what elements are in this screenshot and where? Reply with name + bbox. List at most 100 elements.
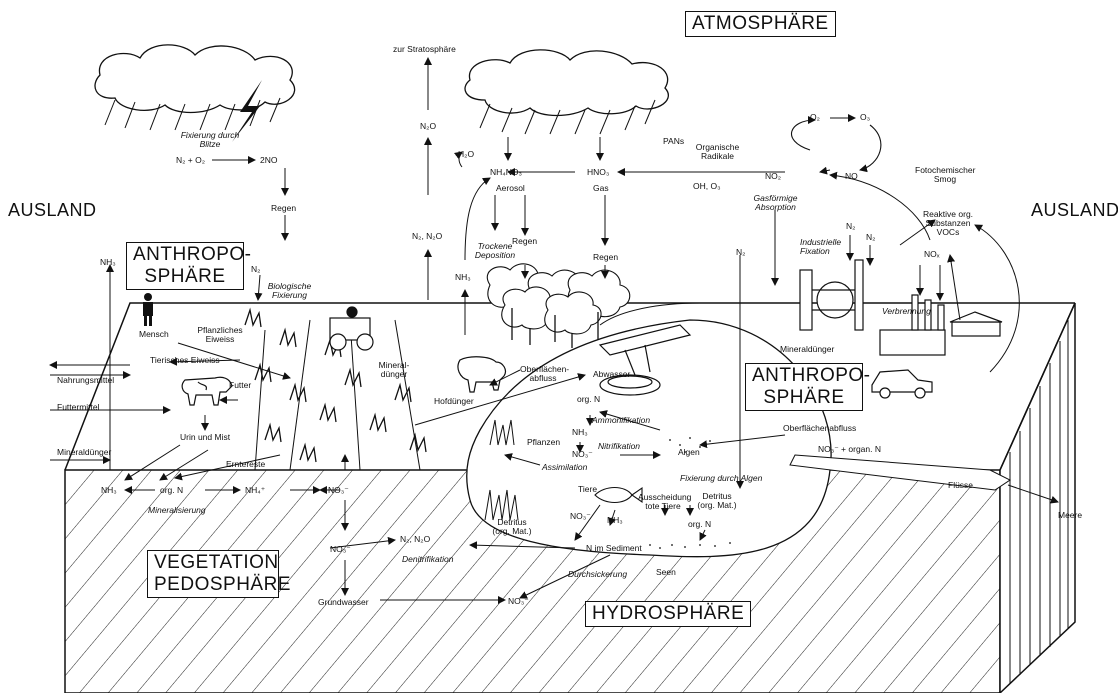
box-atmosphaere: ATMOSPHÄRE (685, 11, 836, 37)
label-zur-stratosphaere: zur Stratosphäre (393, 44, 456, 54)
label-gasfoermige: Gasförmige Absorption (753, 193, 798, 212)
label-mineralduenger-right: Mineraldünger (780, 344, 835, 354)
label-bio-fixierung: Biologische Fixierung (267, 281, 312, 300)
label-nh3-mid: NH₃ (455, 272, 471, 282)
label-nh3-lake: NH₃ (607, 515, 623, 525)
wastewater-plant (598, 324, 692, 396)
label-mineral-duenger-field: Mineral- dünger (378, 360, 410, 379)
label-tiere: Tiere (578, 484, 598, 494)
label-pflanzliches: Pflanzliches Eiweiss (197, 325, 243, 344)
label-algen: Algen (678, 447, 700, 457)
label-oberflaechenabfluss-2: Oberflächenabfluss (783, 423, 857, 433)
label-durchsickerung: Durchsickerung (568, 569, 628, 579)
rain-center (479, 99, 656, 135)
label-no3-lake: NO₃⁻ (570, 511, 591, 521)
label-pflanzen: Pflanzen (527, 437, 561, 447)
label-futter: Futter (229, 380, 252, 390)
label-reaktive: Reaktive org. Substanzen VOCs (922, 209, 974, 237)
label-n2-n2o-low: N₂, N₂O (400, 534, 431, 544)
cow-left (181, 376, 233, 406)
label-mineralduenger-left: Mineraldünger (57, 447, 112, 457)
anthropo-left-line2: SPHÄRE (144, 266, 226, 287)
label-no: NO (845, 171, 858, 181)
rain-left (104, 97, 281, 131)
label-abwasser: Abwasser (593, 369, 631, 379)
label-hno3: HNO₃ (587, 167, 610, 177)
label-ausland-right: AUSLAND (1031, 200, 1118, 220)
label-n2-ind2: N₂ (866, 232, 876, 242)
box-hydrosphaere: HYDROSPHÄRE (585, 601, 752, 627)
label-ausscheidung: Ausscheidung tote Tiere (638, 492, 692, 511)
label-nh3-left: NH₃ (100, 257, 116, 267)
car (871, 369, 933, 399)
label-o2: O₂ (810, 112, 820, 122)
label-foto-smog: Fotochemischer Smog (915, 165, 976, 184)
box-anthroposphaere-left: ANTHROPO- SPHÄRE (126, 242, 252, 290)
label-nh4no3: NH₄NO₃ (490, 167, 522, 177)
vegetation-line: VEGETATION (154, 552, 279, 573)
label-n2-o2: N₂ + O₂ (176, 155, 206, 165)
label-nh3-soil: NH₃ (101, 485, 117, 495)
label-no3-water: NO₃⁻ (572, 449, 593, 459)
label-no3-soil2: NO₃⁻ (330, 544, 351, 554)
anthropo-right-line1: ANTHROPO- (752, 365, 871, 386)
label-org-n-1: org. N (577, 394, 601, 404)
label-regen-1: Regen (271, 203, 297, 213)
label-meere: Meere (1058, 510, 1083, 520)
label-regen-2: Regen (512, 236, 538, 246)
label-n2o-top: N₂O (420, 121, 437, 131)
label-ammonifikation: Ammonifikation (592, 415, 651, 425)
label-ausland-left: AUSLAND (8, 200, 97, 220)
label-no3-gw: NO₃⁻ (508, 596, 529, 606)
label-org-n-soil: org. N (160, 485, 184, 495)
label-n2-bio: N₂ (251, 264, 261, 274)
label-assimilation: Assimilation (542, 462, 588, 472)
label-nitrifikation: Nitrifikation (598, 441, 641, 451)
lightning-bolt (232, 80, 262, 142)
label-regen-3: Regen (593, 252, 619, 262)
cow-center (457, 356, 507, 393)
label-fixierung-algen: Fixierung durch Algen (680, 473, 763, 483)
label-org-n-2: org. N (688, 519, 712, 529)
label-industrielle: Industrielle Fixation (800, 237, 842, 256)
label-nh4-soil: NH₄⁺ (245, 485, 266, 495)
industrial-plant (799, 259, 864, 331)
label-oberflaechenabfluss-1: Oberflächen- abfluss (520, 364, 570, 383)
label-grundwasser: Grundwasser (318, 597, 369, 607)
label-n-sediment: N im Sediment (586, 543, 642, 553)
fish (594, 486, 643, 504)
label-mineralisierung: Mineralisierung (148, 505, 206, 515)
label-pans: PANs (663, 136, 685, 146)
label-hofduenger: Hofdünger (434, 396, 474, 406)
label-fixierung-blitze: Fixierung durch Blitze (180, 130, 240, 149)
label-no2: NO₂ (765, 171, 782, 181)
box-vegetation-pedosphaere: VEGETATION PEDOSPHÄRE (147, 550, 291, 598)
label-gas: Gas (593, 183, 609, 193)
label-verbrennung: Verbrennung (882, 306, 931, 316)
anthropo-right-line2: SPHÄRE (763, 387, 845, 408)
label-n2-lake: N₂ (736, 247, 746, 257)
flow-arrows (49, 57, 1059, 604)
label-trockene-deposition: Trockene Deposition (474, 241, 516, 260)
label-fluesse: Flüsse (948, 480, 974, 490)
label-seen: Seen (656, 567, 676, 577)
tractor (329, 306, 374, 351)
power-plant (879, 294, 946, 356)
label-no3-organ-n: NO₃⁻ + organ. N (818, 444, 881, 454)
label-urin-mist: Urin und Mist (180, 432, 231, 442)
label-nahrungsmittel: Nahrungsmittel (57, 375, 115, 385)
anthropo-left-line1: ANTHROPO- (133, 244, 252, 265)
label-o3: O₃ (860, 112, 871, 122)
label-nox: NOₓ (924, 249, 940, 259)
label-detritus-left: Detritus (org. Mat.) (492, 517, 532, 536)
house (949, 311, 1003, 337)
label-2no: 2NO (260, 155, 278, 165)
water-plants (484, 419, 519, 521)
label-detritus-right: Detritus (org. Mat.) (697, 491, 737, 510)
pedosphaere-line: PEDOSPHÄRE (154, 574, 291, 595)
human-figure (143, 293, 153, 326)
label-futtermittel: Futtermittel (57, 402, 100, 412)
label-oh-o3: OH, O₃ (693, 181, 721, 191)
label-nh3-water: NH₃ (572, 427, 588, 437)
